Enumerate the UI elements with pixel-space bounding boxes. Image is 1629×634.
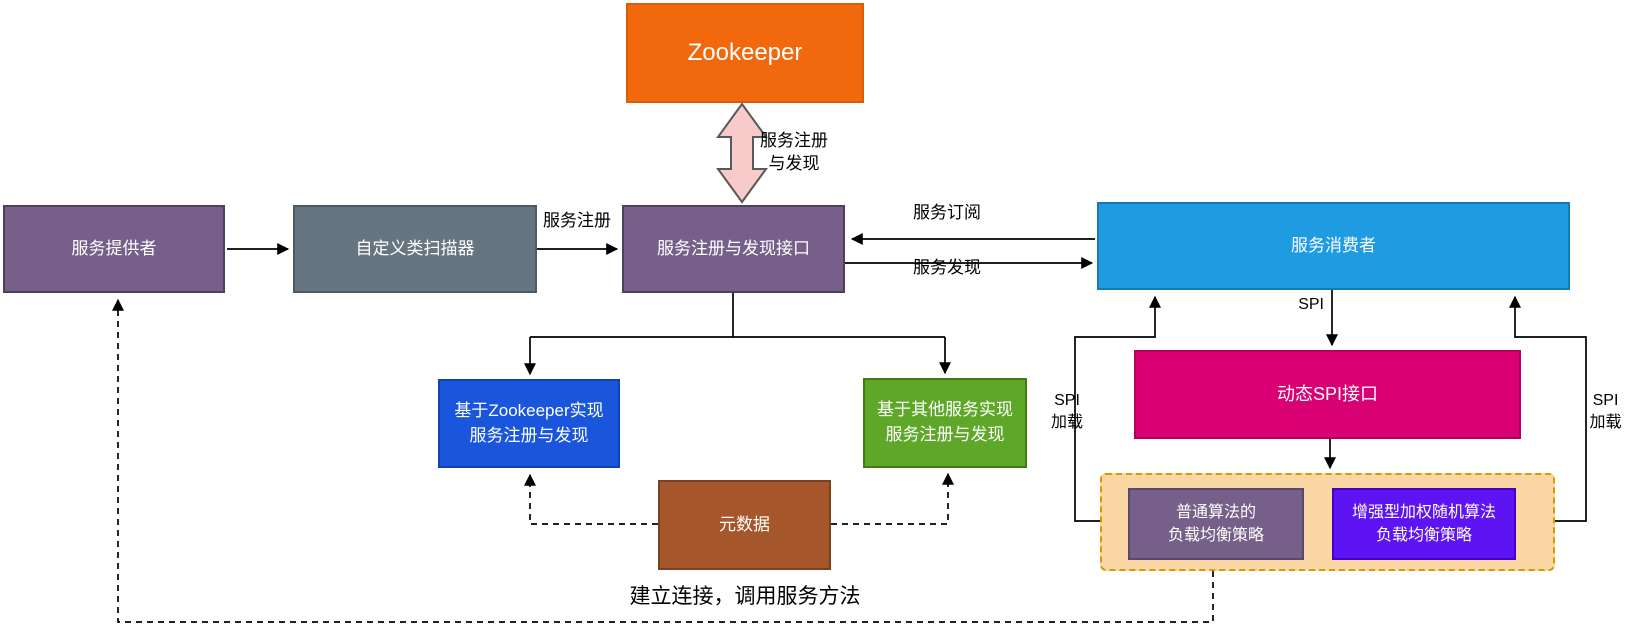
registry-discovery-interface-node: 服务注册与发现接口 bbox=[622, 205, 845, 293]
enhanced-weighted-random-strategy-node: 增强型加权随机算法 负载均衡策略 bbox=[1332, 488, 1516, 560]
label-service-register: 服务注册 bbox=[543, 211, 611, 230]
service-provider-node: 服务提供者 bbox=[3, 205, 225, 293]
sync-double-arrow bbox=[716, 102, 768, 204]
metadata-node: 元数据 bbox=[658, 480, 831, 570]
dashed-metadata-to-other-impl bbox=[831, 472, 954, 525]
service-consumer-node: 服务消费者 bbox=[1097, 202, 1570, 290]
zookeeper-node: Zookeeper bbox=[626, 3, 864, 103]
dashed-metadata-to-zk-impl bbox=[524, 473, 658, 525]
label-spi: SPI bbox=[1298, 296, 1324, 313]
custom-class-scanner-node: 自定义类扫描器 bbox=[293, 205, 537, 293]
dashed-strategies-to-provider bbox=[112, 298, 1214, 623]
label-service-discover: 服务发现 bbox=[913, 258, 981, 277]
zookeeper-impl-node: 基于Zookeeper实现 服务注册与发现 bbox=[438, 379, 620, 468]
other-service-impl-node: 基于其他服务实现 服务注册与发现 bbox=[863, 378, 1027, 468]
normal-algorithm-strategy-node: 普通算法的 负载均衡策略 bbox=[1128, 488, 1304, 560]
dynamic-spi-interface-node: 动态SPI接口 bbox=[1134, 350, 1521, 439]
arrow-spi-load-left bbox=[1074, 295, 1161, 522]
label-zookeeper-sync: 服务注册 与发现 bbox=[760, 131, 828, 173]
arrow-spi-load-right bbox=[1509, 295, 1587, 522]
label-spi-load-left: SPI 加载 bbox=[1050, 392, 1083, 431]
label-connect-invoke: 建立连接，调用服务方法 bbox=[629, 585, 861, 608]
label-service-subscribe: 服务订阅 bbox=[913, 203, 981, 222]
label-spi-load-right: SPI 加载 bbox=[1589, 392, 1622, 431]
